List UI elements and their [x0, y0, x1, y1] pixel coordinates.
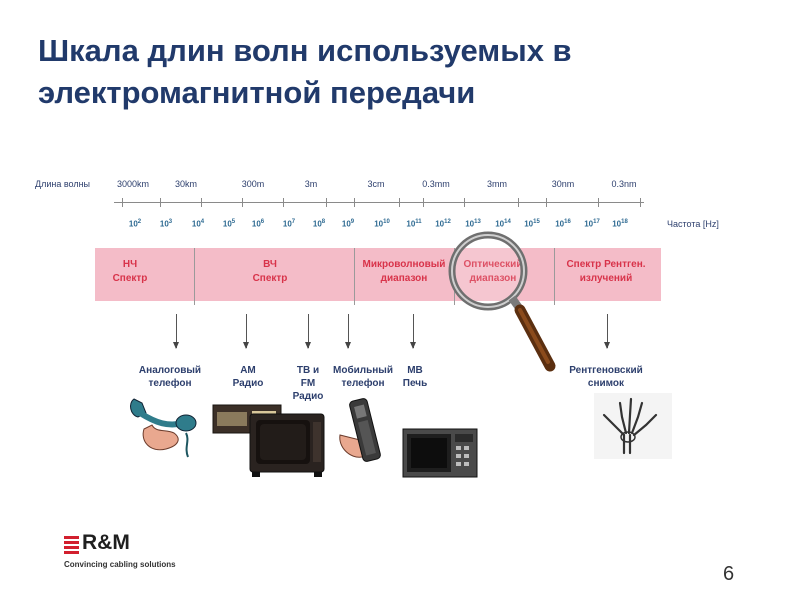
frequency-label: 1017 — [584, 219, 600, 229]
wavelength-label: 300m — [241, 179, 265, 189]
axis-tick — [399, 198, 400, 207]
axis-tick — [518, 198, 519, 207]
frequency-caption: Частота [Hz] — [667, 219, 719, 229]
arrow-down — [345, 314, 351, 349]
wavelength-label: 3m — [304, 179, 318, 189]
frequency-label: 105 — [222, 219, 236, 229]
frequency-label: 109 — [341, 219, 355, 229]
frequency-label: 1012 — [435, 219, 451, 229]
title-line-1: Шкала длин волн используемых в — [38, 33, 572, 68]
band-divider — [354, 248, 355, 305]
frequency-label: 107 — [282, 219, 296, 229]
phone-handset-icon — [130, 398, 197, 458]
axis-tick — [326, 198, 327, 207]
mobile-phone-icon — [339, 398, 381, 462]
spectrum-band — [95, 248, 661, 301]
band-divider — [194, 248, 195, 305]
axis-tick — [160, 198, 161, 207]
band-label-optical: Оптическийдиапазон — [464, 258, 523, 286]
axis-tick — [354, 198, 355, 207]
axis-tick — [242, 198, 243, 207]
frequency-label: 1010 — [374, 219, 390, 229]
xray-hand-icon — [594, 393, 672, 459]
frequency-label: 1011 — [406, 219, 422, 229]
wavelength-axis — [114, 202, 644, 203]
frequency-label: 108 — [312, 219, 326, 229]
arrow-down — [173, 314, 179, 349]
arrow-down — [305, 314, 311, 349]
wavelength-label: 30nm — [551, 179, 575, 189]
frequency-label: 1013 — [465, 219, 481, 229]
band-label-xray: Спектр Рентген.излучений — [566, 259, 646, 284]
microwave-oven-icon — [402, 428, 478, 478]
frequency-label: 1015 — [524, 219, 540, 229]
company-tagline: Convincing cabling solutions — [64, 560, 176, 569]
frequency-label: 1018 — [612, 219, 628, 229]
axis-tick — [546, 198, 547, 207]
frequency-label: 102 — [128, 219, 142, 229]
arrow-down — [243, 314, 249, 349]
wavelength-label: 3cm — [367, 179, 385, 189]
frequency-label: 1014 — [495, 219, 511, 229]
axis-tick — [464, 198, 465, 207]
wavelength-label: 0.3mm — [422, 179, 450, 189]
axis-tick — [598, 198, 599, 207]
frequency-label: 1016 — [555, 219, 571, 229]
axis-tick — [640, 198, 641, 207]
frequency-label: 106 — [251, 219, 265, 229]
tv-set-icon — [249, 413, 325, 477]
arrow-down — [604, 314, 610, 349]
page-number: 6 — [723, 563, 735, 585]
axis-tick — [122, 198, 123, 207]
title-line-2: электромагнитной передачи — [38, 75, 476, 110]
band-divider — [554, 248, 555, 305]
wavelength-caption: Длина волны — [35, 179, 91, 189]
wavelength-label: 3mm — [487, 179, 507, 189]
wavelength-label: 3000km — [116, 179, 150, 189]
axis-tick — [201, 198, 202, 207]
axis-tick — [283, 198, 284, 207]
wavelength-label: 0.3nm — [611, 179, 637, 189]
arrow-down — [410, 314, 416, 349]
frequency-label: 103 — [159, 219, 173, 229]
company-logo: R&M — [82, 531, 130, 554]
slide-title: Шкала длин волн используемых в электрома… — [38, 30, 758, 114]
axis-tick — [423, 198, 424, 207]
magnifying-glass-icon — [448, 231, 556, 372]
logo-mark — [64, 536, 79, 556]
frequency-label: 104 — [191, 219, 205, 229]
wavelength-label: 30km — [174, 179, 198, 189]
